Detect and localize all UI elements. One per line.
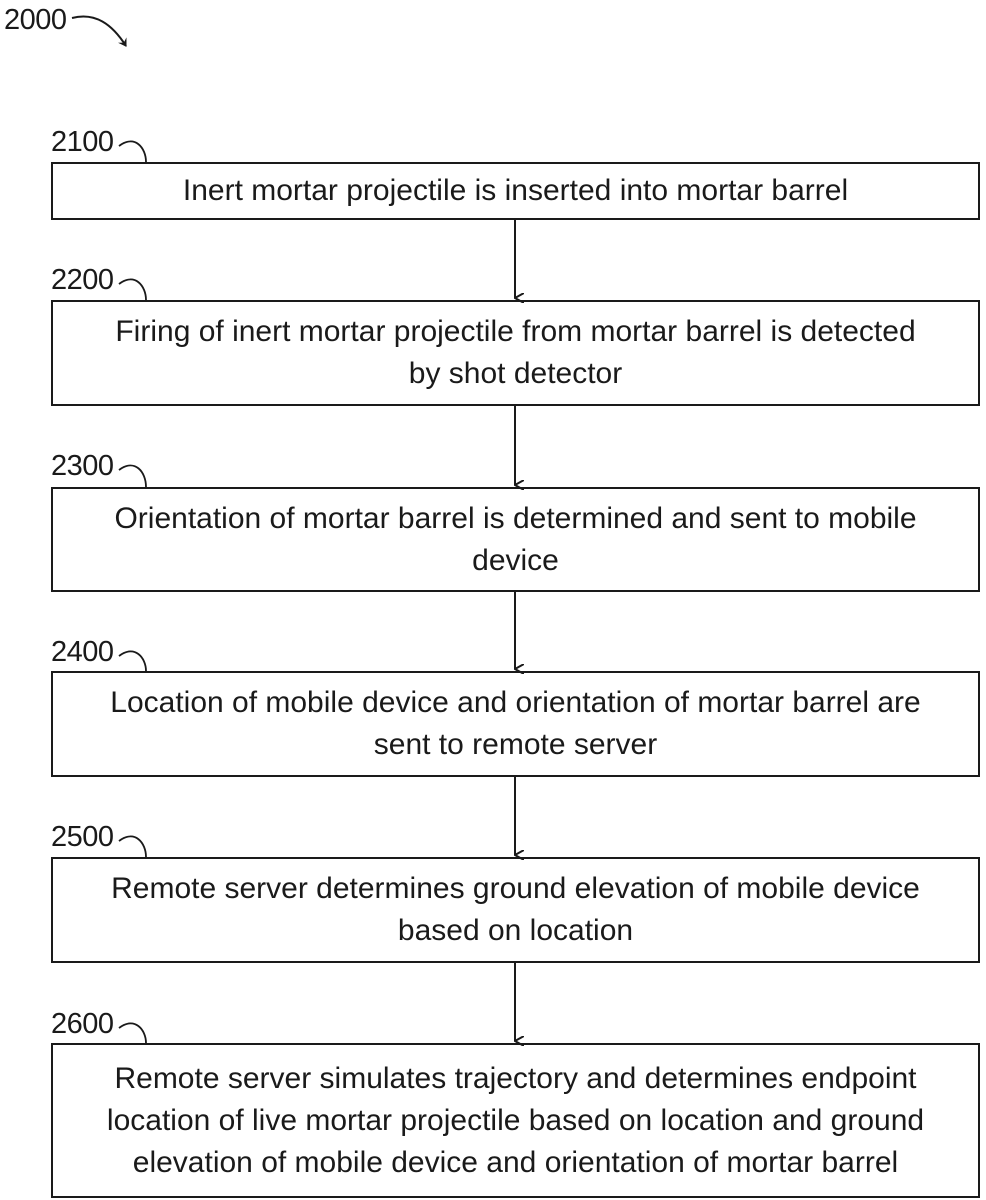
step-box-2200: Firing of inert mortar projectile from m… xyxy=(51,300,980,406)
leader-hook-2600 xyxy=(118,1022,147,1044)
step-label-2200: 2200 xyxy=(51,264,114,296)
leader-hook-2100 xyxy=(118,140,147,163)
step-box-2500: Remote server determines ground elevatio… xyxy=(51,857,980,963)
step-label-2600: 2600 xyxy=(51,1008,114,1040)
step-box-2400: Location of mobile device and orientatio… xyxy=(51,671,980,777)
step-label-2100: 2100 xyxy=(51,126,114,158)
step-box-2600: Remote server simulates trajectory and d… xyxy=(51,1043,980,1198)
step-label-2300: 2300 xyxy=(51,450,114,482)
figure-label: 2000 xyxy=(4,4,67,36)
figure-label-arrow xyxy=(71,15,127,47)
step-text-2100: Inert mortar projectile is inserted into… xyxy=(182,174,849,207)
step-box-2300: Orientation of mortar barrel is determin… xyxy=(51,487,980,592)
step-text-2300: Orientation of mortar barrel is determin… xyxy=(114,501,917,577)
step-label-2400: 2400 xyxy=(51,636,114,668)
step-box-2100: Inert mortar projectile is inserted into… xyxy=(51,162,980,220)
step-text-2600: Remote server simulates trajectory and d… xyxy=(106,1061,925,1179)
step-text-2500: Remote server determines ground elevatio… xyxy=(111,872,920,947)
leader-hook-2400 xyxy=(118,650,147,672)
leader-hook-2300 xyxy=(118,464,147,488)
leader-hook-2200 xyxy=(118,278,147,301)
step-text-2400: Location of mobile device and orientatio… xyxy=(110,686,921,761)
leader-hook-2500 xyxy=(118,835,147,858)
step-text-2200: Firing of inert mortar projectile from m… xyxy=(115,315,916,390)
step-label-2500: 2500 xyxy=(51,821,114,853)
